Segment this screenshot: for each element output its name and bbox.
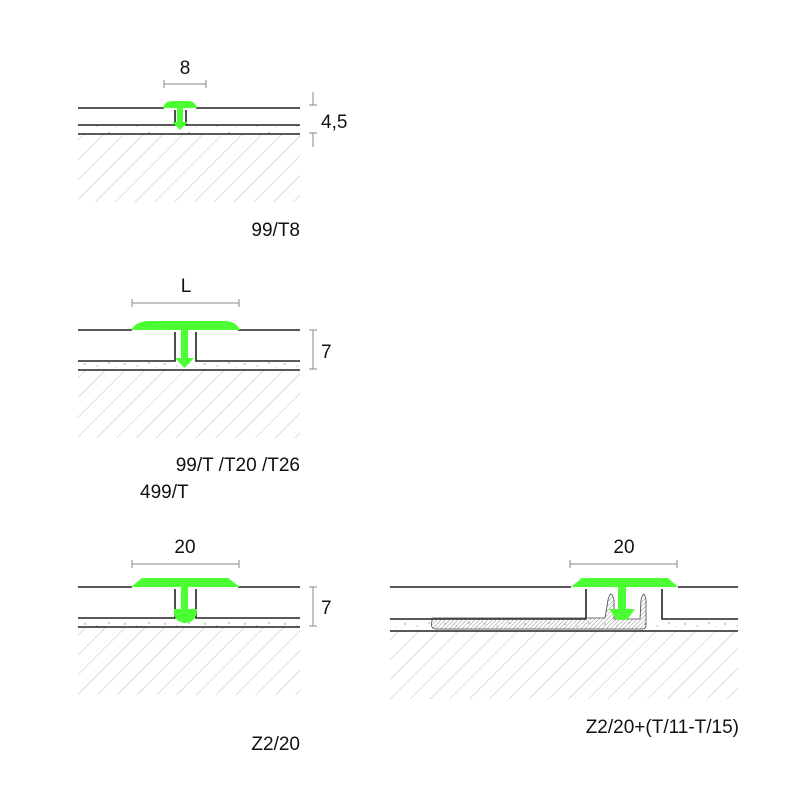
panel-z2-20: 20 7 Z2/20 (78, 537, 332, 755)
profile-caption: Z2/20 (251, 734, 300, 755)
profile-caption-line-1: 99/T /T20 /T26 (176, 455, 300, 476)
substrate-hatch (78, 627, 300, 695)
profile-caption-line-2: 499/T (140, 482, 189, 503)
floor-bottom-right (195, 589, 300, 619)
t-profile (131, 578, 240, 623)
floor-bottom-right (661, 589, 738, 620)
base-track (431, 593, 647, 630)
floor-bottom-right (185, 110, 300, 126)
floor-bottom-left (78, 332, 176, 362)
width-dimension-label: 20 (174, 537, 195, 558)
height-dimension-label: 7 (321, 342, 332, 363)
adhesive-layer (78, 361, 300, 370)
panel-99-t8: 8 4,5 99/T8 (78, 58, 347, 241)
profile-caption: Z2/20+(T/11-T/15) (586, 717, 739, 738)
floor-bottom-left (78, 110, 176, 126)
adhesive-layer (78, 618, 300, 627)
width-dimension-label: 8 (180, 58, 191, 79)
width-dimension-label: L (181, 276, 192, 297)
panel-99-t: L 7 99/T /T20 /T26 499/T (78, 276, 332, 503)
width-dimension-label: 20 (613, 537, 634, 558)
t-profile (131, 321, 240, 368)
substrate-hatch (78, 134, 300, 202)
floor-bottom-left (390, 589, 587, 620)
t-profile (571, 578, 678, 620)
profile-caption: 99/T8 (251, 220, 300, 241)
substrate-hatch (78, 370, 300, 438)
height-dimension-label: 7 (321, 598, 332, 619)
height-dimension-label: 4,5 (321, 112, 347, 133)
panel-z2-20-t: 20 Z2/20+(T/11-T/15) (390, 537, 739, 738)
substrate-hatch (390, 631, 738, 699)
t-profile (163, 101, 197, 130)
floor-bottom-right (195, 332, 300, 362)
adhesive-layer (78, 125, 300, 134)
floor-bottom-left (78, 589, 176, 619)
